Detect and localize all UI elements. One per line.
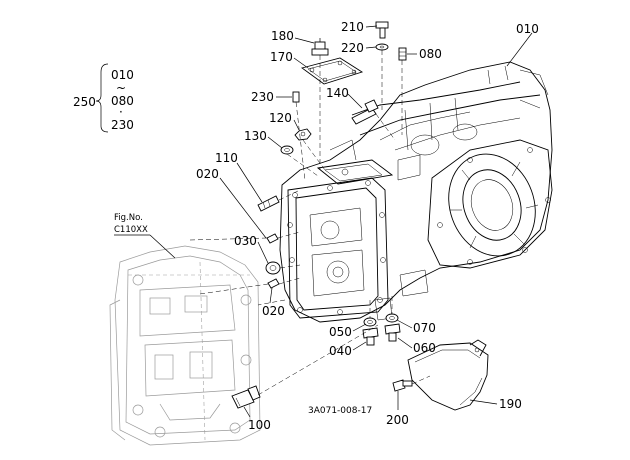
nut-120 xyxy=(294,128,312,141)
callout-100: 100 xyxy=(248,418,271,432)
bracket-190 xyxy=(407,339,489,411)
callout-180: 180 xyxy=(271,29,294,43)
pin-230 xyxy=(292,91,300,103)
washer-220 xyxy=(375,43,389,51)
fig-ref-line2: C110XX xyxy=(114,225,148,235)
assembly-range-bottom: 230 xyxy=(111,118,134,132)
stud-110 xyxy=(257,195,280,212)
callout-200: 200 xyxy=(386,413,409,427)
plug-080 xyxy=(398,47,407,61)
assembly-range-mid: 080 xyxy=(111,94,134,108)
transmission-case xyxy=(279,61,553,323)
callout-020-lower: 020 xyxy=(262,304,285,318)
callout-130: 130 xyxy=(244,129,267,143)
callout-040: 040 xyxy=(329,344,352,358)
assembly-range-tilde: ~ xyxy=(116,81,126,95)
assembly-lines xyxy=(189,50,431,396)
assembly-range-top: 010 xyxy=(111,68,134,82)
callout-050: 050 xyxy=(329,325,352,339)
washer-070 xyxy=(385,313,399,323)
callout-140: 140 xyxy=(326,86,349,100)
fig-ref-line1: Fig.No. xyxy=(114,213,143,223)
breather-plug-180 xyxy=(311,38,329,56)
callout-110: 110 xyxy=(215,151,238,165)
plug-030 xyxy=(265,261,281,275)
cover-plate-170 xyxy=(300,57,364,85)
leader-lines xyxy=(219,25,533,418)
stud-140 xyxy=(351,99,379,125)
washer-130 xyxy=(280,145,294,155)
assembly-range-dot: · xyxy=(119,105,123,119)
drain-plug-060 xyxy=(384,323,401,342)
dowel-pin-020-lower xyxy=(267,278,280,289)
drain-plug-040 xyxy=(362,327,379,346)
callout-070: 070 xyxy=(413,321,436,335)
callout-120: 120 xyxy=(269,111,292,125)
callout-030: 030 xyxy=(234,234,257,248)
diagram-code: 3A071-008-17 xyxy=(308,406,372,416)
fig-ref-leader xyxy=(114,234,176,259)
callout-190: 190 xyxy=(499,397,522,411)
bolt-210 xyxy=(375,21,389,39)
callout-210: 210 xyxy=(341,20,364,34)
callout-020-upper: 020 xyxy=(196,167,219,181)
callout-170: 170 xyxy=(270,50,293,64)
callout-230: 230 xyxy=(251,90,274,104)
dowel-pin-020-upper xyxy=(266,233,279,244)
callout-060: 060 xyxy=(413,341,436,355)
washer-050 xyxy=(363,317,377,327)
assembly-brace xyxy=(95,63,109,133)
callout-010: 010 xyxy=(516,22,539,36)
callout-080: 080 xyxy=(419,47,442,61)
plug-100 xyxy=(231,385,261,409)
assembly-number: 250 xyxy=(73,95,96,109)
bolt-200 xyxy=(392,379,413,392)
callout-220: 220 xyxy=(341,41,364,55)
reference-housing-c110xx xyxy=(109,245,261,446)
